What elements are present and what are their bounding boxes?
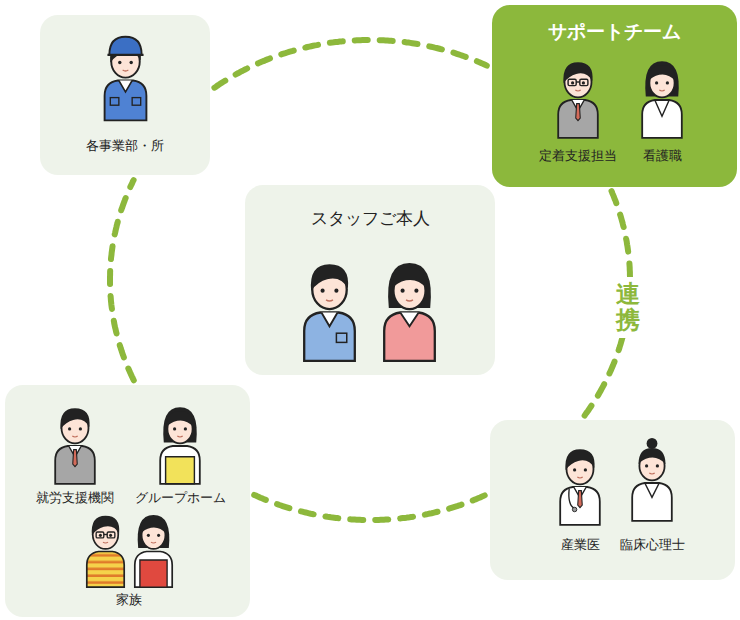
- role-label: グループホーム: [135, 490, 226, 507]
- connector-label: 連携: [613, 277, 643, 338]
- box-title: サポートチーム: [548, 19, 681, 44]
- dashed-connector: [254, 495, 485, 520]
- role-label: 看護職: [643, 148, 682, 165]
- medical-figures: [490, 420, 735, 580]
- role-label: 各事業部・所: [86, 138, 164, 155]
- medical-box: 産業医 臨床心理士: [490, 420, 735, 580]
- role-label: 臨床心理士: [620, 537, 685, 554]
- support-team-box: サポートチーム定着支援担当 看護職: [492, 5, 737, 187]
- dashed-connector: [214, 40, 486, 88]
- role-label: 家族: [116, 592, 142, 609]
- role-label: 就労支援機関: [36, 490, 114, 507]
- department-box: 各事業部・所: [40, 15, 210, 175]
- dashed-connector: [110, 180, 134, 380]
- role-label: 産業医: [561, 537, 600, 554]
- box-title: スタッフご本人: [311, 207, 430, 229]
- role-label: 定着支援担当: [539, 148, 617, 165]
- external-support-box: 就労支援機関 グループホーム家族: [5, 385, 250, 617]
- staff-box: スタッフご本人: [245, 185, 495, 375]
